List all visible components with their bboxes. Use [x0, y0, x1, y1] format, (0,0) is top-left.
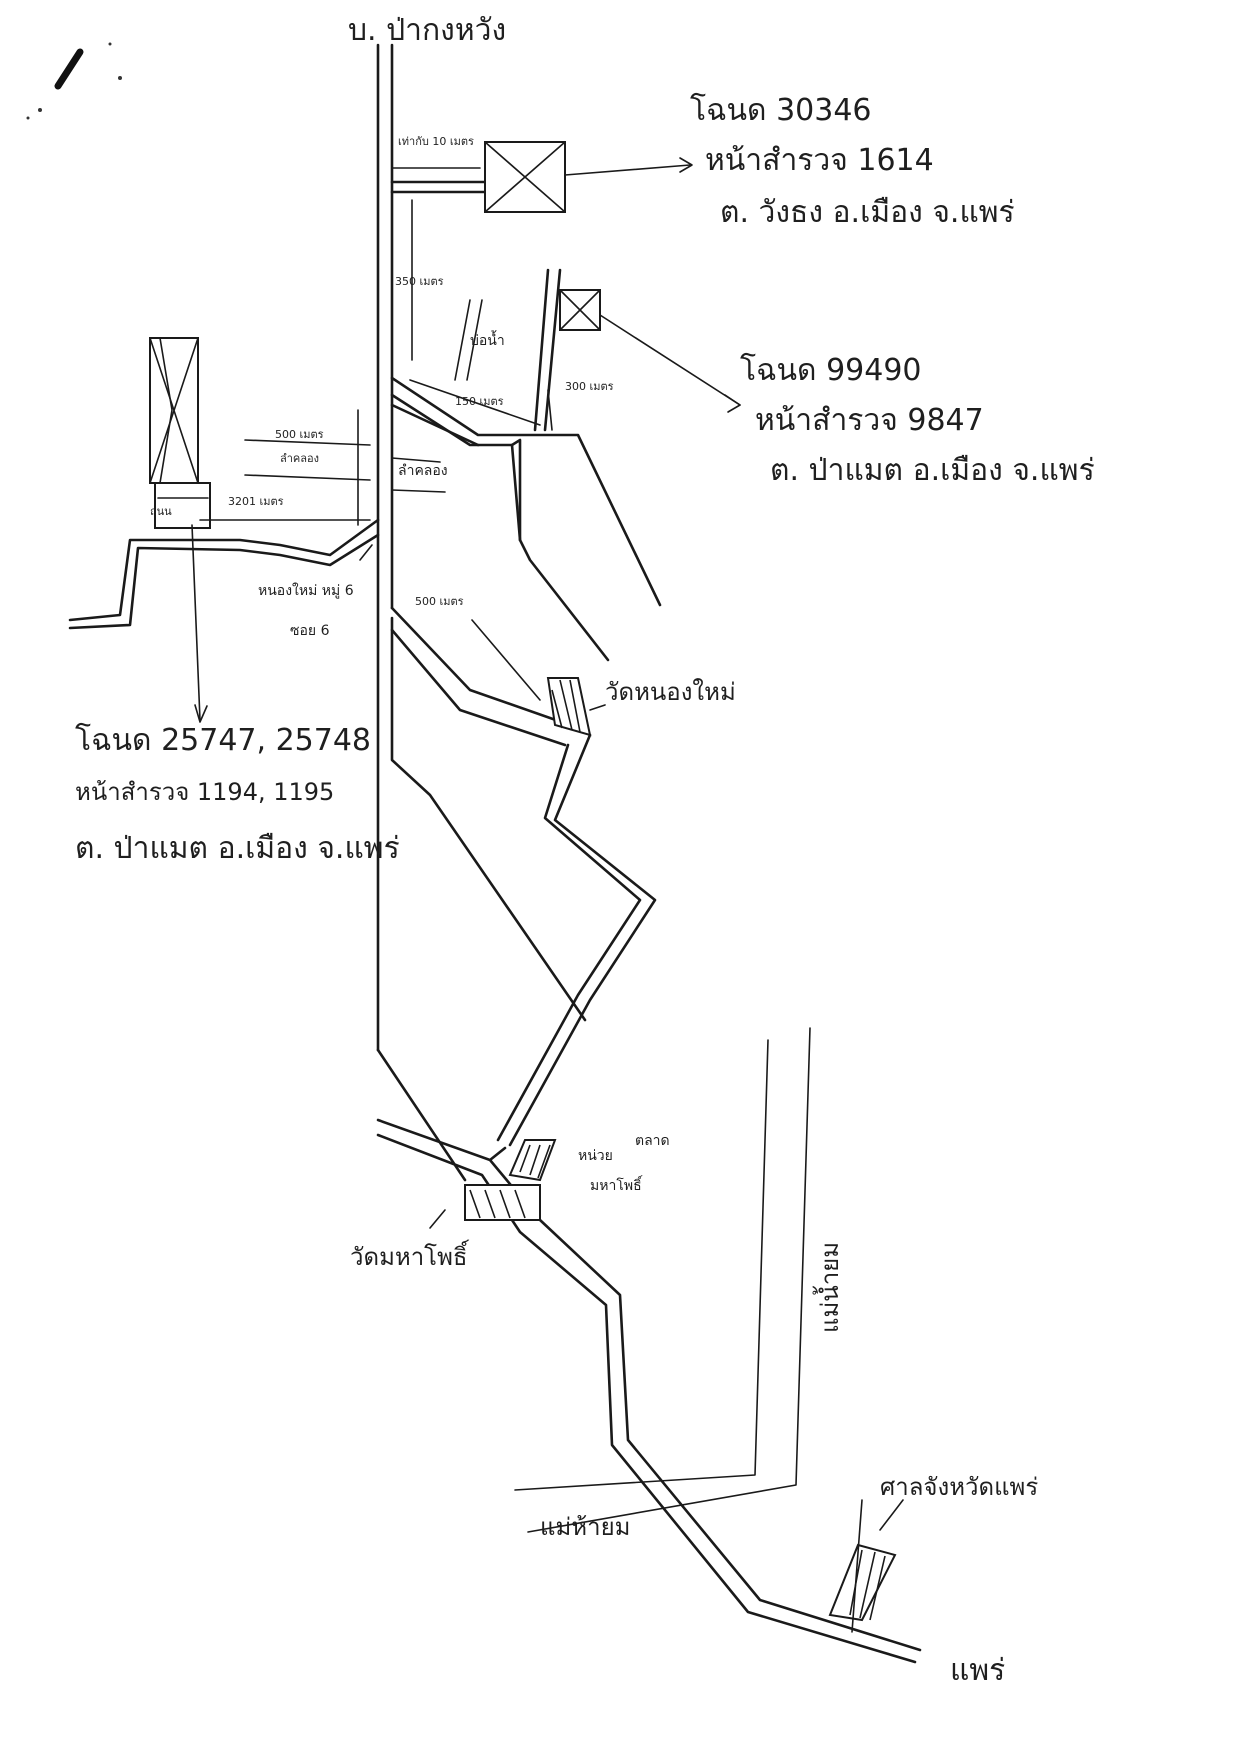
- parcel-99490-line2: หน้าสำรวจ 9847: [755, 403, 984, 438]
- parcel-30346-line2: หน้าสำรวจ 1614: [705, 143, 934, 178]
- village-label-line2: ซอย 6: [290, 623, 330, 639]
- road-maehuayom-label: แม่ห้ายม: [540, 1513, 630, 1541]
- parcel-30346-line3: ต. วังธง อ.เมือง จ.แพร่: [720, 195, 1015, 230]
- parcel-30346-box: [484, 141, 693, 213]
- court-label: ศาลจังหวัดแพร่: [880, 1473, 1038, 1501]
- parcel-30346-line1: โฉนด 30346: [690, 92, 872, 128]
- crossroad-market: [376, 1118, 922, 1664]
- branch-roads-east: [390, 268, 662, 662]
- river-mae-yom: [514, 1027, 811, 1533]
- north-label: บ. ป่ากงหวัง: [348, 13, 506, 48]
- temple-nongmai-hatch: [546, 677, 606, 737]
- market-hatch: [508, 1139, 557, 1182]
- temple-nongmai-label: วัดหนองใหม่: [605, 678, 736, 706]
- water-tank-label: บ่อน้ำ: [470, 330, 505, 349]
- parcel-25747-line3: ต. ป่าแมต อ.เมือง จ.แพร่: [75, 831, 400, 866]
- parcel-99490-line3: ต. ป่าแมต อ.เมือง จ.แพร่: [770, 453, 1095, 488]
- west-road: [68, 518, 380, 630]
- temple-mahapho-label: วัดมหาโพธิ์: [350, 1239, 470, 1271]
- parcel-30346-label: โฉนด 30346 หน้าสำรวจ 1614 ต. วังธง อ.เมื…: [690, 92, 1015, 230]
- distance-150: 150 เมตร: [455, 395, 504, 408]
- road-temple-nongmai: [390, 606, 657, 1147]
- branch-road-30346: [390, 180, 487, 194]
- small-road-label: ถนน: [150, 505, 172, 518]
- village-label: หนองใหม่ หมู่ 6: [258, 582, 354, 599]
- parcel-25747-box: [149, 337, 211, 723]
- distance-500-mid: 500 เมตร: [415, 595, 464, 608]
- river-mae-yom-label: แม่น้ำยม: [812, 1242, 844, 1333]
- temple-mahapho-hatch: [429, 1184, 541, 1229]
- canal-label: ลำคลอง: [398, 463, 448, 479]
- parcel-25747-label: โฉนด 25747, 25748 หน้าสำรวจ 1194, 1195 ต…: [75, 722, 400, 866]
- stray-marks: [26, 42, 122, 120]
- distance-500-left: 500 เมตร: [275, 428, 324, 441]
- distance-350: 350 เมตร: [395, 275, 444, 288]
- distance-arrows: [199, 167, 553, 701]
- distance-300: 300 เมตร: [565, 380, 614, 393]
- court-hatch: [828, 1499, 904, 1633]
- parcel-99490-line1: โฉนด 99490: [740, 352, 922, 388]
- canal: [244, 439, 446, 493]
- market-prefix-label: หน่วย: [578, 1148, 613, 1164]
- destination-label: แพร่: [950, 1653, 1005, 1688]
- parcel-99490-label: โฉนด 99490 หน้าสำรวจ 9847 ต. ป่าแมต อ.เม…: [740, 352, 1095, 488]
- canal-label-left: ลำคลอง: [280, 452, 319, 465]
- parcel-25747-line2: หน้าสำรวจ 1194, 1195: [75, 778, 334, 806]
- distance-top: เท่ากับ 10 เมตร: [398, 135, 474, 148]
- parcel-99490-box: [559, 289, 741, 413]
- parcel-25747-line1: โฉนด 25747, 25748: [75, 722, 371, 758]
- main-road: [376, 43, 587, 1182]
- distance-3201: 3201 เมตร: [228, 495, 284, 508]
- market-line2: มหาโพธิ์: [590, 1175, 643, 1194]
- market-line1: ตลาด: [635, 1133, 670, 1149]
